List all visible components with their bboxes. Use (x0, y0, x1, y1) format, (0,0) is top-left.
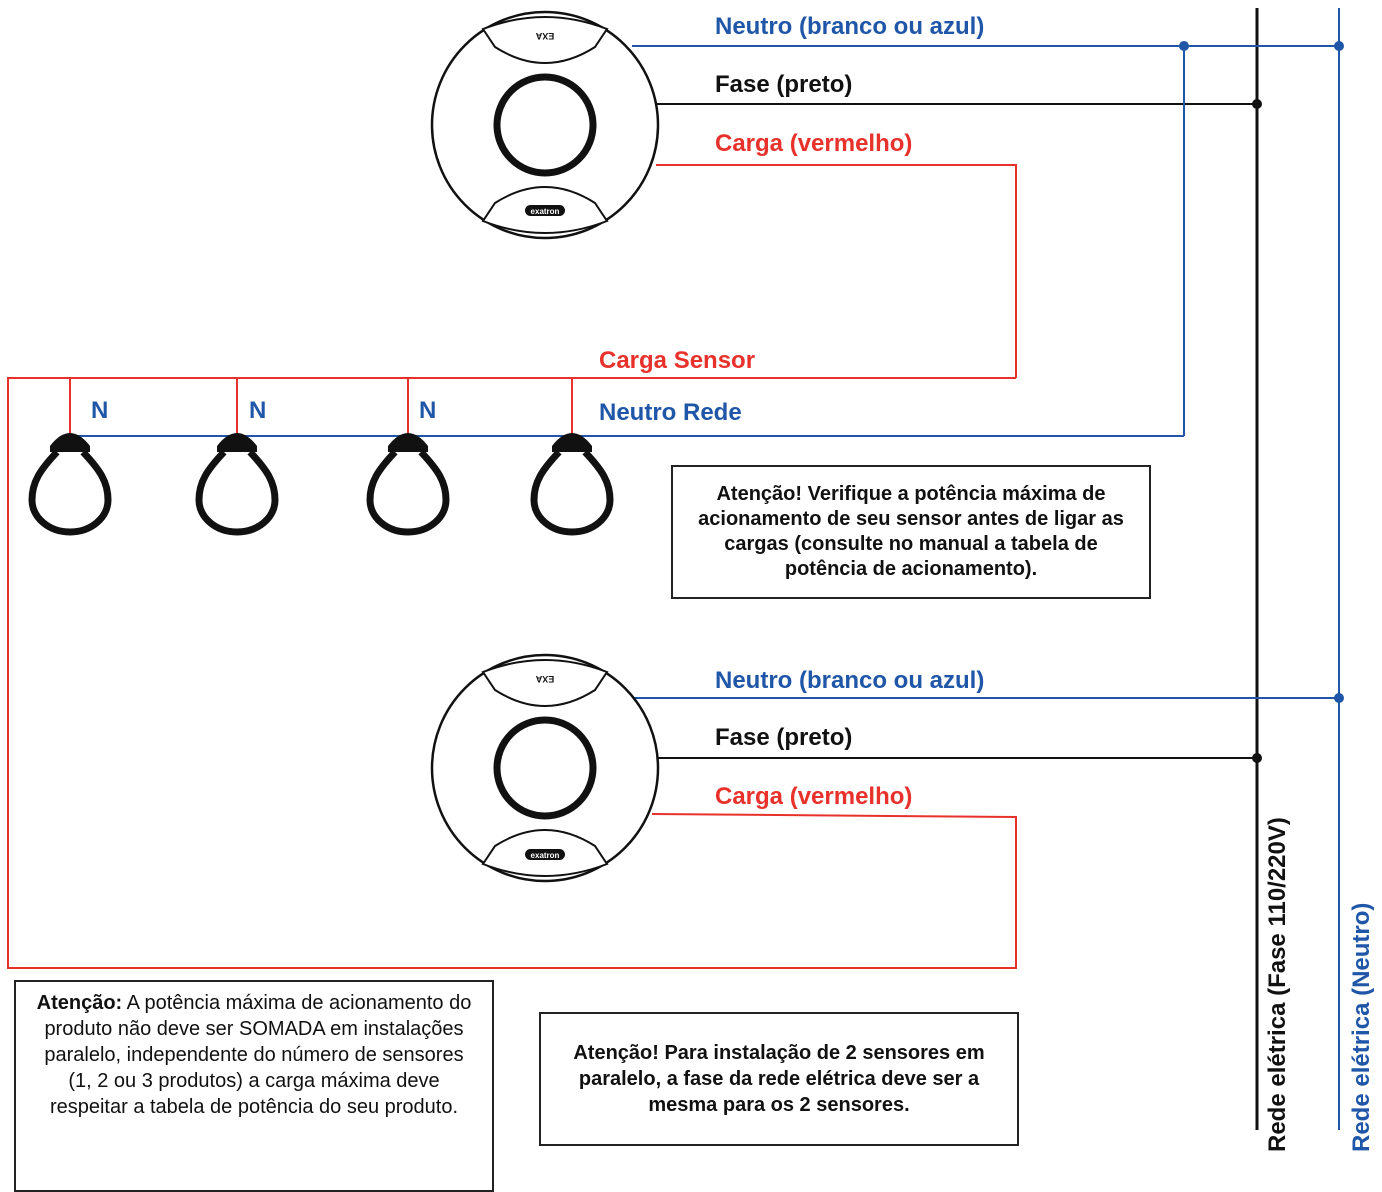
same-phase-note-text: Atenção! Para instalação de 2 sensores e… (573, 1042, 985, 1116)
sensor-top-lens (481, 16, 609, 64)
junction-dot (1252, 99, 1262, 109)
lamp-1-icon (28, 433, 112, 536)
sensor-top-mark: EXA (535, 31, 554, 41)
sensor-1-load-label: Carga (vermelho) (715, 130, 912, 157)
junction-dot (1334, 693, 1344, 703)
sensor-logo-badge (525, 849, 565, 860)
sensor-top-mark: EXA (535, 674, 554, 684)
sensor-center-lens (493, 716, 597, 820)
junction-dot (1252, 753, 1262, 763)
sensor-1-neutral-label: Neutro (branco ou azul) (715, 13, 984, 40)
load-bus-wire (7, 377, 1017, 969)
sensor-brand: exatron (531, 851, 560, 860)
load-bus (7, 377, 1184, 969)
lamp-3-icon (366, 433, 450, 536)
mains-phase-label: Rede elétrica (Fase 110/220V) (1264, 817, 1291, 1152)
max-power-note: Atenção! Verifique a potência máxima de … (671, 465, 1151, 599)
lamp-3-neutral-tag: N (419, 397, 436, 424)
power-sum-note-text: A potência máxima de acionamento do prod… (44, 992, 472, 1118)
power-sum-note: Atenção: A potência máxima de acionament… (14, 980, 494, 1192)
mains-neutral-label: Rede elétrica (Neutro) (1348, 903, 1375, 1152)
junction-dot (1179, 41, 1189, 51)
power-sum-note-bold: Atenção: (36, 992, 123, 1014)
sensor-2-wiring (632, 693, 1344, 763)
sensor-2-phase-label: Fase (preto) (715, 724, 852, 751)
neutral-bus-label: Neutro Rede (599, 399, 742, 426)
same-phase-note: Atenção! Para instalação de 2 sensores e… (539, 1012, 1019, 1146)
sensor-1-wiring (632, 41, 1344, 436)
sensor-logo-badge (525, 205, 565, 216)
sensor-brand: exatron (531, 207, 560, 216)
sensor-1: EXA exatron (430, 10, 660, 240)
sensor-top-lens (481, 659, 609, 707)
sensor-2-load-label: Carga (vermelho) (715, 783, 912, 810)
power-sum-note-body: Atenção: A potência máxima de acionament… (34, 990, 474, 1120)
lamp-1-neutral-tag: N (91, 397, 108, 424)
sensor-center-lens (493, 73, 597, 177)
lamp-2-icon (195, 433, 279, 536)
sensor-2: EXA exatron (430, 653, 660, 883)
lamp-4-icon (530, 433, 614, 536)
sensor-1-load-wire (656, 164, 1017, 378)
lamp-2-neutral-tag: N (249, 397, 266, 424)
max-power-note-text: Atenção! Verifique a potência máxima de … (698, 483, 1124, 580)
sensor-1-phase-label: Fase (preto) (715, 71, 852, 98)
sensor-2-neutral-label: Neutro (branco ou azul) (715, 667, 984, 694)
junction-dot (1334, 41, 1344, 51)
load-bus-label: Carga Sensor (599, 347, 755, 374)
